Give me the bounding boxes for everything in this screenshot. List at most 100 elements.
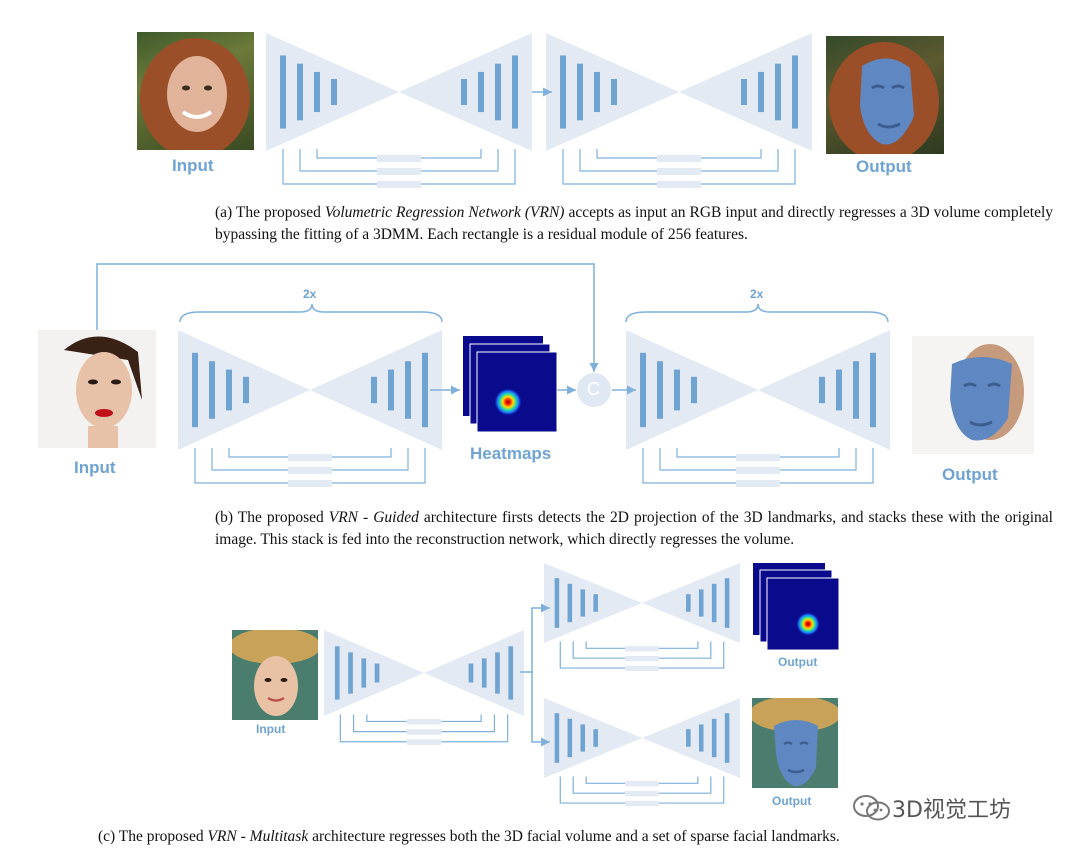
hourglass-b1-skip-line <box>229 448 288 457</box>
hourglass-c-landmarks-skip-line <box>560 641 625 668</box>
panel-b-repeat-label-1: 2x <box>303 287 316 301</box>
hourglass-c-volume-skip-line <box>659 776 711 793</box>
hourglass-c-shared-decoder-bar <box>508 646 513 699</box>
hourglass-a1-encoder-bar <box>314 72 320 112</box>
hourglass-c-landmarks-decoder-bar <box>712 584 717 622</box>
panel-c-input-label: Input <box>256 722 285 736</box>
hourglass-c-landmarks-skip-line <box>573 641 625 658</box>
hourglass-c-shared-skip-line <box>441 714 481 721</box>
hourglass-a2-residual-module <box>657 155 701 162</box>
hourglass-c-landmarks-residual-module <box>625 666 658 671</box>
hourglass-c-volume-body <box>544 698 740 778</box>
hourglass-c-volume-residual-module <box>625 791 658 796</box>
hourglass-a1-residual-module <box>377 181 421 188</box>
caption-a-prefix: (a) The proposed <box>215 204 325 221</box>
output-face-reconstruction-a <box>826 36 944 154</box>
panel-b-output-label: Output <box>942 465 998 485</box>
caption-b-italic-1: VRN <box>329 509 358 526</box>
caption-a-italic: Volumetric Regression Network (VRN) <box>325 204 565 221</box>
hourglass-c-landmarks-body <box>544 563 740 643</box>
hourglass-a2-encoder-bar <box>577 64 583 121</box>
hourglass-b1-encoder-bar <box>209 361 215 419</box>
hourglass-a1-skip-line <box>317 149 377 158</box>
output-face-reconstruction-c <box>752 698 838 788</box>
hourglass-a2-skip-line <box>701 149 761 158</box>
hourglass-a2-skip-line <box>563 149 657 184</box>
hourglass-a1-decoder-bar <box>478 72 484 112</box>
hourglass-b2-encoder-bar <box>640 353 646 427</box>
caption-a: (a) The proposed Volumetric Regression N… <box>215 202 1053 246</box>
hourglass-c-volume-encoder-bar <box>555 713 560 763</box>
hourglass-b2-skip-line <box>780 448 873 483</box>
hourglass-c-landmarks-encoder-bar <box>580 589 585 616</box>
input-face-photo-a <box>137 32 254 150</box>
hourglass-b2-decoder-bar <box>836 370 842 411</box>
hourglass-b1-skip-line <box>332 448 425 483</box>
panel-c-output-label-bottom: Output <box>772 794 811 808</box>
hourglass-a1-residual-module <box>377 168 421 175</box>
output-heatmaps-stack <box>753 563 839 650</box>
hourglass-a2-decoder-bar <box>741 79 747 105</box>
hourglass-b1-encoder-bar <box>226 370 232 411</box>
hourglass-a2-skip-line <box>580 149 657 171</box>
hourglass-c-landmarks-residual-module <box>625 656 658 661</box>
hourglass-c-shared-skip-line <box>354 714 407 731</box>
hourglass-c-landmarks-skip-line <box>586 641 625 648</box>
hourglass-c-shared-encoder-bar <box>335 646 340 699</box>
hourglass-c-shared-encoder-bar <box>348 652 353 693</box>
hourglass-c-volume-skip-line <box>573 776 625 793</box>
hourglass-a2-decoder-bar <box>758 72 764 112</box>
hourglass-c-volume-encoder-bar <box>568 719 573 757</box>
hourglass-c-volume-decoder-bar <box>725 713 730 763</box>
caption-c-mid: - <box>237 828 250 845</box>
hourglass-b1-decoder-bar <box>405 361 411 419</box>
hourglass-a2-encoder-bar <box>594 72 600 112</box>
caption-b: (b) The proposed VRN - Guided architectu… <box>215 507 1053 551</box>
hourglass-c-shared-residual-module <box>407 729 441 734</box>
hourglass-c-volume-decoder-bar <box>712 719 717 757</box>
hourglass-c-shared-decoder-bar <box>469 664 474 683</box>
hourglass-a2-decoder-bar <box>792 55 798 128</box>
hourglass-a1-skip-line <box>421 149 481 158</box>
caption-b-italic-2: Guided <box>373 509 419 526</box>
hourglass-c-landmarks-encoder-bar <box>568 584 573 622</box>
hourglass-c-landmarks-encoder-bar <box>555 578 560 628</box>
hourglass-b1-skip-line <box>332 448 391 457</box>
hourglass-b1-encoder-bar <box>192 353 198 427</box>
hourglass-c-landmarks-decoder-bar <box>699 589 704 616</box>
hourglass-c-landmarks-decoder-bar <box>725 578 730 628</box>
hourglass-c-volume-skip-line <box>659 776 724 803</box>
hourglass-b1-skip-line <box>195 448 288 483</box>
hourglass-c-volume-residual-module <box>625 801 658 806</box>
wechat-icon <box>852 794 892 828</box>
hourglass-a2-skip-line <box>701 149 795 184</box>
hourglass-c-volume-decoder-bar <box>699 724 704 751</box>
hourglass-a1-residual-module <box>377 155 421 162</box>
hourglass-b1-residual-module <box>288 467 332 474</box>
hourglass-c-volume-skip-line <box>659 776 698 783</box>
panel-a-output-label: Output <box>856 157 912 177</box>
caption-b-prefix: (b) The proposed <box>215 509 329 526</box>
caption-c-prefix: (c) The proposed <box>98 828 207 845</box>
hourglass-a1-encoder-bar <box>280 55 286 128</box>
hourglass-a2-skip-line <box>701 149 778 171</box>
hourglass-c-landmarks-skip-line <box>659 641 698 648</box>
hourglass-a1-skip-line <box>300 149 377 171</box>
hourglass-a1-skip-line <box>283 149 377 184</box>
hourglass-b1-decoder-bar <box>371 377 377 403</box>
hourglass-a1-decoder-bar <box>461 79 467 105</box>
hourglass-a2-encoder-bar <box>611 79 617 105</box>
hourglass-b1-skip-line <box>212 448 288 470</box>
hourglass-b1-decoder-bar <box>422 353 428 427</box>
hourglass-a1-encoder-bar <box>331 79 337 105</box>
hourglass-b1-residual-module <box>288 454 332 461</box>
hourglass-b1-encoder-bar <box>243 377 249 403</box>
hourglass-a1-decoder-bar <box>495 64 501 121</box>
hourglass-c-shared-decoder-bar <box>495 652 500 693</box>
hourglass-b2-residual-module <box>736 467 780 474</box>
hourglass-b2-skip-line <box>677 448 736 457</box>
hourglass-b2-skip-line <box>780 448 839 457</box>
repeat-brace-2 <box>626 304 888 322</box>
hourglass-c-shared-body <box>324 630 524 716</box>
hourglass-c-landmarks-skip-line <box>659 641 724 668</box>
